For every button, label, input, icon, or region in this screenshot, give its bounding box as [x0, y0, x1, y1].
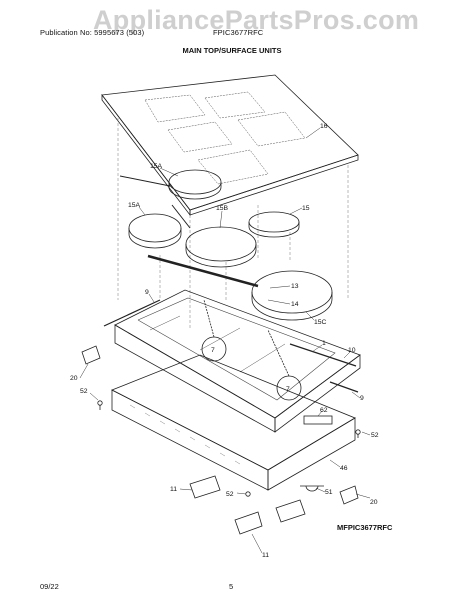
- callout-label: 52: [371, 432, 379, 439]
- callout-label: 10: [348, 347, 356, 354]
- publication-number: Publication No: 5995673 (503): [40, 28, 145, 37]
- callout-label: 20: [370, 499, 378, 506]
- callout-label: 62: [320, 407, 328, 414]
- surface-unit-15: [248, 211, 300, 238]
- callout-label: 16: [320, 123, 328, 130]
- callout-label: 11: [170, 486, 177, 493]
- surface-unit-15b: [185, 226, 257, 268]
- callout-label: 15C: [314, 319, 327, 326]
- callout-label: 15A: [128, 202, 141, 209]
- page-title: MAIN TOP/SURFACE UNITS: [182, 46, 282, 55]
- glass-cooktop-part: [101, 74, 359, 217]
- callout-label: 9: [360, 395, 364, 402]
- footer-date: 09/22: [40, 582, 59, 591]
- model-number: FPIC3677RFC: [213, 28, 264, 37]
- burner-box-chassis: [114, 289, 361, 433]
- callout-labels: 16 15A 15A 15B 15 13 14 15C 9 1 10 7 7 2…: [70, 123, 379, 559]
- surface-unit-15c: [251, 270, 333, 321]
- callout-label: 46: [340, 465, 348, 472]
- watermark-text: AppliancePartsPros.com: [93, 5, 420, 35]
- callout-label: 15B: [216, 205, 229, 212]
- surface-unit-15a: [128, 213, 182, 249]
- callout-label: 15: [302, 205, 310, 212]
- callout-label: 1: [322, 340, 326, 347]
- callout-label: 7: [286, 386, 290, 393]
- callout-label: 13: [291, 283, 299, 290]
- callout-label: 20: [70, 375, 78, 382]
- bottom-box-part: [111, 354, 356, 491]
- callout-label: 14: [291, 301, 299, 308]
- callout-label: 9: [145, 289, 149, 296]
- diagram-code: MFPIC3677RFC: [337, 523, 393, 532]
- callout-label: 15A: [150, 163, 163, 170]
- callout-label: 51: [325, 489, 333, 496]
- callout-label: 7: [211, 347, 215, 354]
- surface-unit-15a-top: [168, 169, 222, 200]
- callout-label: 52: [226, 491, 234, 498]
- callout-label: 52: [80, 388, 88, 395]
- page-number: 5: [229, 582, 234, 591]
- callout-label: 11: [262, 552, 269, 559]
